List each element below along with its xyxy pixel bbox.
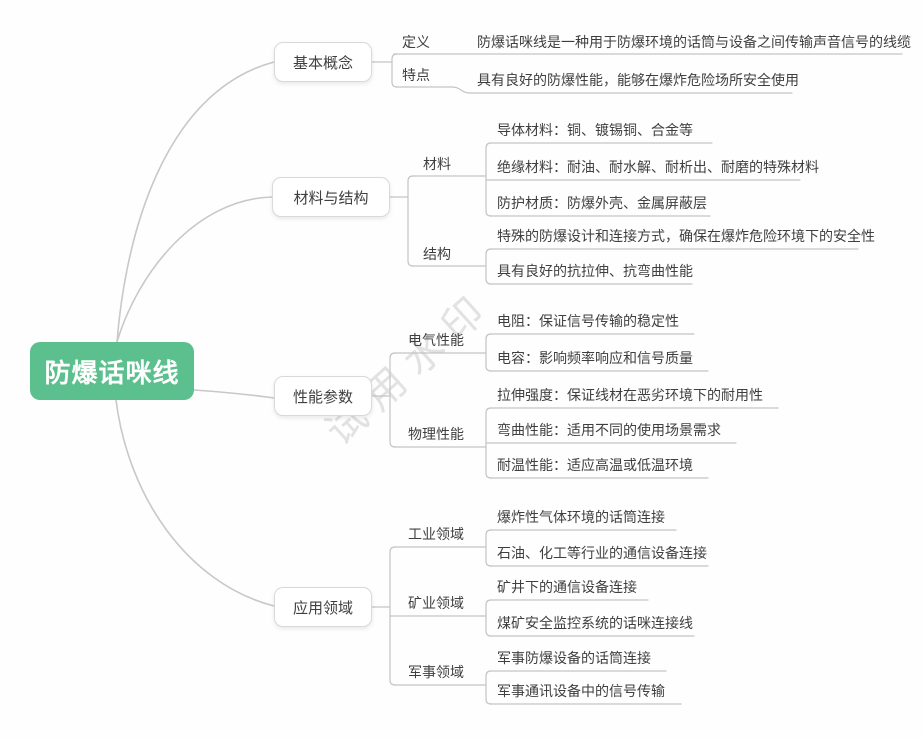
node-electrical-performance-label[interactable]: 电气性能 bbox=[408, 332, 464, 348]
node-structure-label[interactable]: 结构 bbox=[423, 246, 451, 262]
leaf-tensile-strength[interactable]: 拉伸强度：保证线材在恶劣环境下的耐用性 bbox=[497, 387, 763, 403]
leaf-insulation-material[interactable]: 绝缘材料：耐油、耐水解、耐析出、耐磨的特殊材料 bbox=[497, 159, 819, 175]
leaf-conductor-material[interactable]: 导体材料：铜、镀锡铜、合金等 bbox=[497, 122, 693, 138]
root-node[interactable]: 防爆话咪线 bbox=[30, 342, 194, 400]
leaf-tensile-bending[interactable]: 具有良好的抗拉伸、抗弯曲性能 bbox=[497, 263, 693, 279]
leaf-petroleum-chemical[interactable]: 石油、化工等行业的通信设备连接 bbox=[497, 545, 707, 561]
leaf-capacitance[interactable]: 电容：影响频率响应和信号质量 bbox=[497, 350, 693, 366]
leaf-definition-text[interactable]: 防爆话咪线是一种用于防爆环境的话筒与设备之间传输声音信号的线缆 bbox=[477, 34, 911, 50]
branch-application-fields[interactable]: 应用领域 bbox=[274, 587, 372, 627]
leaf-protective-material[interactable]: 防护材质：防爆外壳、金属屏蔽层 bbox=[497, 195, 707, 211]
leaf-bending-performance[interactable]: 弯曲性能：适用不同的使用场景需求 bbox=[497, 422, 721, 438]
branch-basic-concepts[interactable]: 基本概念 bbox=[274, 42, 372, 82]
root-branch-curves bbox=[115, 61, 275, 607]
node-features-label[interactable]: 特点 bbox=[402, 67, 430, 83]
leaf-coalmine-monitoring[interactable]: 煤矿安全监控系统的话咪连接线 bbox=[497, 615, 693, 631]
leaf-resistance[interactable]: 电阻：保证信号传输的稳定性 bbox=[497, 313, 679, 329]
leaf-military-signal[interactable]: 军事通讯设备中的信号传输 bbox=[497, 683, 665, 699]
node-definition-label[interactable]: 定义 bbox=[402, 34, 430, 50]
node-mining-field-label[interactable]: 矿业领域 bbox=[408, 595, 464, 611]
leaf-temperature-resistance[interactable]: 耐温性能：适应高温或低温环境 bbox=[497, 457, 693, 473]
leaf-military-equipment[interactable]: 军事防爆设备的话筒连接 bbox=[497, 650, 651, 666]
node-materials-label[interactable]: 材料 bbox=[423, 156, 451, 172]
node-military-field-label[interactable]: 军事领域 bbox=[408, 664, 464, 680]
leaf-mine-communication[interactable]: 矿井下的通信设备连接 bbox=[497, 579, 637, 595]
node-physical-performance-label[interactable]: 物理性能 bbox=[408, 426, 464, 442]
node-underlines-and-brackets bbox=[371, 53, 903, 705]
leaf-explosionproof-design[interactable]: 特殊的防爆设计和连接方式，确保在爆炸危险环境下的安全性 bbox=[497, 228, 875, 244]
branch-performance-params[interactable]: 性能参数 bbox=[274, 376, 372, 416]
branch-materials-structure[interactable]: 材料与结构 bbox=[272, 177, 390, 217]
leaf-explosive-gas-env[interactable]: 爆炸性气体环境的话筒连接 bbox=[497, 509, 665, 525]
leaf-features-text[interactable]: 具有良好的防爆性能，能够在爆炸危险场所安全使用 bbox=[477, 72, 799, 88]
node-industrial-field-label[interactable]: 工业领域 bbox=[408, 526, 464, 542]
